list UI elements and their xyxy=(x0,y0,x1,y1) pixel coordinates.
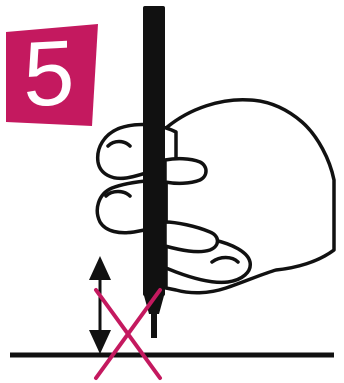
pen-barrel xyxy=(143,6,165,296)
pen-nib xyxy=(151,314,157,338)
hand-holding-pen-icon xyxy=(97,100,334,293)
pen-icon xyxy=(143,6,165,338)
